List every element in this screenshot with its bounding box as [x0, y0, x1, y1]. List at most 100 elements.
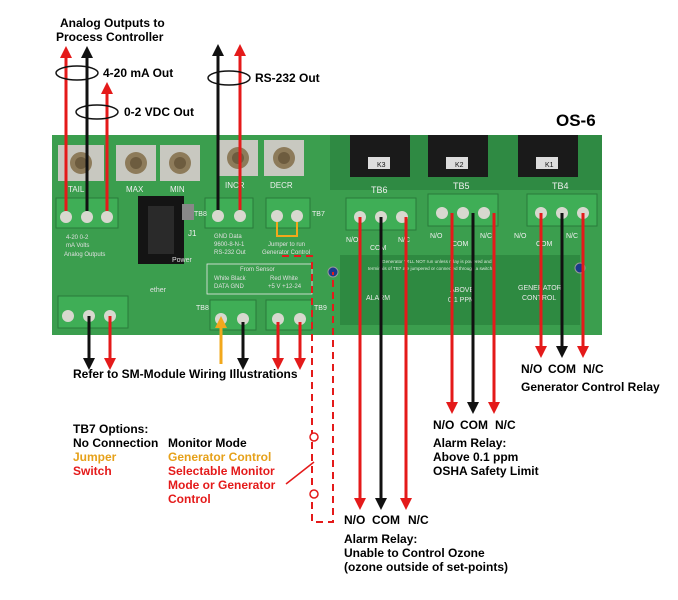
tb5-no-label: N/O: [430, 233, 443, 240]
tb4-nc-label: N/C: [566, 233, 578, 240]
power-pins: +5 V +12-24: [268, 284, 302, 290]
tb7-tag: TB7: [312, 211, 325, 218]
sm-module-connector: [57, 295, 129, 329]
relay-k3: [350, 135, 410, 177]
relay-control-label: CONTROL: [522, 295, 556, 302]
sensor-from: From Sensor: [240, 267, 275, 273]
tb6-tag: TB6: [371, 185, 388, 195]
above-relay-no: N/O: [433, 418, 455, 432]
relay-k2-tag: K2: [455, 162, 464, 169]
tb4-no-label: N/O: [514, 233, 527, 240]
analog-pins-label: 4-20 0-2: [66, 235, 89, 241]
power-colors: Red White: [270, 276, 299, 282]
jumper-text-2: Generator Control: [262, 250, 310, 256]
analog-caption: Analog Outputs: [64, 252, 105, 258]
switch-contact-bottom: [309, 489, 319, 499]
tb7-jumper: Jumper: [73, 450, 117, 464]
rs232-out-label: RS-232 Out: [255, 71, 320, 85]
tb7-options-title: TB7 Options:: [73, 422, 149, 436]
button-decr: [264, 140, 304, 176]
tb7-selectable-monitor: Selectable Monitor: [168, 464, 275, 478]
vdc-pair-loop: [75, 104, 119, 120]
tb6-nc-label: N/C: [398, 237, 410, 244]
ma-out-label: 4-20 mA Out: [103, 66, 174, 80]
button-tail-label: TAIL: [68, 185, 85, 194]
ether-label: ether: [150, 287, 167, 294]
relay-k1: [518, 135, 578, 177]
above-relay-com: COM: [460, 418, 488, 432]
sensor-connector: [209, 299, 257, 331]
rs232-connector: [204, 197, 254, 229]
jumper-text: Jumper to run: [268, 242, 305, 248]
switch-contact-top: [309, 432, 319, 442]
tb7-switch-dashed-wire: [282, 255, 334, 523]
tb5-connector: [427, 193, 499, 227]
button-min-label: MIN: [170, 185, 185, 194]
unable-relay-title: Alarm Relay:: [344, 532, 418, 546]
button-min: [160, 145, 200, 181]
power-jack-j1: [138, 196, 194, 264]
relay-k3-tag: K3: [377, 162, 386, 169]
tb8-tag: TB8: [196, 305, 209, 312]
tb4-tag: TB4: [552, 181, 569, 191]
analog-title-line2: Process Controller: [56, 30, 164, 44]
analog-title-line1: Analog Outputs to: [60, 16, 165, 30]
unable-relay-com: COM: [372, 513, 400, 527]
gen-relay-title: Generator Control Relay: [521, 380, 660, 394]
above-relay-title: Alarm Relay:: [433, 436, 507, 450]
sensor-pins: DATA GND: [214, 284, 244, 290]
j1-label: J1: [188, 229, 197, 238]
button-decr-label: DECR: [270, 181, 293, 190]
board-model: OS-6: [556, 111, 596, 130]
refer-label: Refer to SM-Module Wiring Illustrations: [73, 367, 298, 381]
vdc-out-label: 0-2 VDC Out: [124, 105, 195, 119]
tb5-tag: TB5: [453, 181, 470, 191]
relay-alarm-label: ALARM: [366, 295, 390, 302]
tb6-no-label: N/O: [346, 237, 359, 244]
gen-relay-com: COM: [548, 362, 576, 376]
unable-relay-nc: N/C: [408, 513, 429, 527]
rs232-pins-label-2: 9600-8-N-1: [214, 242, 245, 248]
above-relay-line2: Above 0.1 ppm: [433, 450, 519, 464]
unable-relay-no: N/O: [344, 513, 366, 527]
relay-above-label: ABOVE: [450, 287, 474, 294]
relay-k2: [428, 135, 488, 177]
tb7-jumper-wire: [276, 222, 298, 237]
relay-note-2: terminals of TB7 are jumpered or connect…: [368, 266, 493, 271]
sensor-colors: White Black: [214, 276, 247, 282]
relay-note-1: Generator WILL NOT run unless relay is p…: [382, 259, 492, 264]
ma-pair-loop: [55, 65, 99, 81]
tb5-nc-label: N/C: [480, 233, 492, 240]
unable-relay-line2: Unable to Control Ozone: [344, 546, 485, 560]
tb7-generator-control: Generator Control: [168, 450, 272, 464]
gen-relay-nc: N/C: [583, 362, 604, 376]
power-connector-tb9: [265, 299, 313, 331]
button-max-label: MAX: [126, 185, 144, 194]
tb8-tag-top: TB8: [194, 211, 207, 218]
unable-relay-line3: (ozone outside of set-points): [344, 560, 508, 574]
tb7-connector: [265, 197, 311, 229]
button-incr: [218, 140, 258, 176]
tb5-com-label: COM: [452, 241, 469, 248]
above-relay-line3: OSHA Safety Limit: [433, 464, 539, 478]
button-max: [116, 145, 156, 181]
rs232-pins-label: GND Data: [214, 234, 242, 240]
button-incr-label: INCR: [225, 181, 245, 190]
rs232-caption: RS-232 Out: [214, 250, 246, 256]
rs232-pair-loop: [207, 70, 251, 86]
tb7-monitor-mode: Monitor Mode: [168, 436, 247, 450]
switch-pointer: [285, 461, 315, 485]
relay-ppm-label: 0.1 PPM: [448, 297, 475, 304]
tb9-tag: TB9: [314, 305, 327, 312]
power-tag: Power: [172, 257, 193, 264]
tb7-mode-or-generator: Mode or Generator: [168, 478, 276, 492]
tb6-com-label: COM: [370, 245, 387, 252]
tb7-control: Control: [168, 492, 211, 506]
tb7-switch: Switch: [73, 464, 112, 478]
analog-pins-label-2: mA Volts: [66, 243, 89, 249]
tb7-no-connection: No Connection: [73, 436, 159, 450]
above-relay-nc: N/C: [495, 418, 516, 432]
gen-relay-no: N/O: [521, 362, 543, 376]
tb4-com-label: COM: [536, 241, 553, 248]
